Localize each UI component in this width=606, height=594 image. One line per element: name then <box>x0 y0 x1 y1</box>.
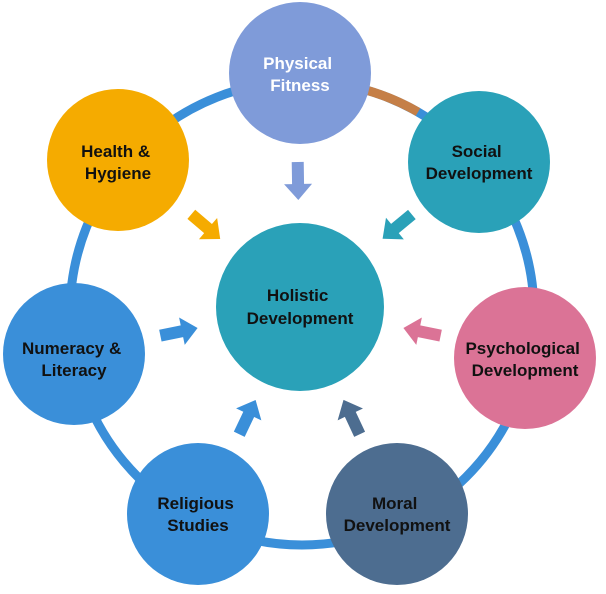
psychological-development-label: Psychological Development <box>465 339 584 380</box>
arrow-from-physical-fitness <box>284 161 313 200</box>
center-label-line-1: Holistic <box>267 286 328 305</box>
node-health-hygiene: Health & Hygiene <box>47 89 189 231</box>
node-religious-studies: Religious Studies <box>127 443 269 585</box>
node-moral-development: Moral Development <box>326 443 468 585</box>
social-development-label: Social Development <box>426 142 533 183</box>
numeracy-literacy-label: Numeracy & Literacy <box>22 339 126 380</box>
arrow-from-social-development <box>382 209 416 240</box>
health-hygiene-label: Health & Hygiene <box>81 142 155 183</box>
center-circle <box>216 223 384 391</box>
physical-fitness-label-line-2: Fitness <box>270 76 330 95</box>
psychological-development-circle <box>454 287 596 429</box>
center-label: Holistic Development <box>247 286 354 328</box>
center-node: Holistic Development <box>216 223 384 391</box>
arrow-from-psychological-development <box>403 317 442 345</box>
moral-development-circle <box>326 443 468 585</box>
numeracy-literacy-circle <box>3 283 145 425</box>
node-social-development: Social Development <box>408 91 550 233</box>
node-psychological-development: Psychological Development <box>454 287 596 429</box>
health-hygiene-label-line-2: Hygiene <box>85 164 151 183</box>
health-hygiene-label-line-1: Health & <box>81 142 150 161</box>
arrow-from-moral-development <box>337 399 366 437</box>
social-development-label-line-1: Social <box>452 142 502 161</box>
numeracy-literacy-label-line-1: Numeracy & <box>22 339 121 358</box>
religious-studies-circle <box>127 443 269 585</box>
physical-fitness-circle <box>229 2 371 144</box>
social-development-label-line-2: Development <box>426 164 533 183</box>
node-numeracy-literacy: Numeracy & Literacy <box>3 283 145 425</box>
physical-fitness-label-line-1: Physical <box>263 54 332 73</box>
numeracy-literacy-label-line-2: Literacy <box>41 361 107 380</box>
arrow-from-health-hygiene <box>187 209 221 240</box>
health-hygiene-circle <box>47 89 189 231</box>
arrow-from-religious-studies <box>233 399 262 437</box>
node-physical-fitness: Physical Fitness <box>229 2 371 144</box>
physical-fitness-label: Physical Fitness <box>263 54 337 95</box>
social-development-circle <box>408 91 550 233</box>
religious-studies-label-line-1: Religious <box>157 494 234 513</box>
psychological-development-label-line-2: Development <box>472 361 579 380</box>
moral-development-label-line-1: Moral <box>372 494 417 513</box>
moral-development-label: Moral Development <box>344 494 451 535</box>
ring-accent-segment <box>364 85 421 116</box>
religious-studies-label-line-2: Studies <box>167 516 228 535</box>
psychological-development-label-line-1: Psychological <box>465 339 579 358</box>
religious-studies-label: Religious Studies <box>157 494 238 535</box>
arrows-group <box>159 161 442 437</box>
center-label-line-2: Development <box>247 309 354 328</box>
moral-development-label-line-2: Development <box>344 516 451 535</box>
arrow-from-numeracy-literacy <box>159 317 198 345</box>
